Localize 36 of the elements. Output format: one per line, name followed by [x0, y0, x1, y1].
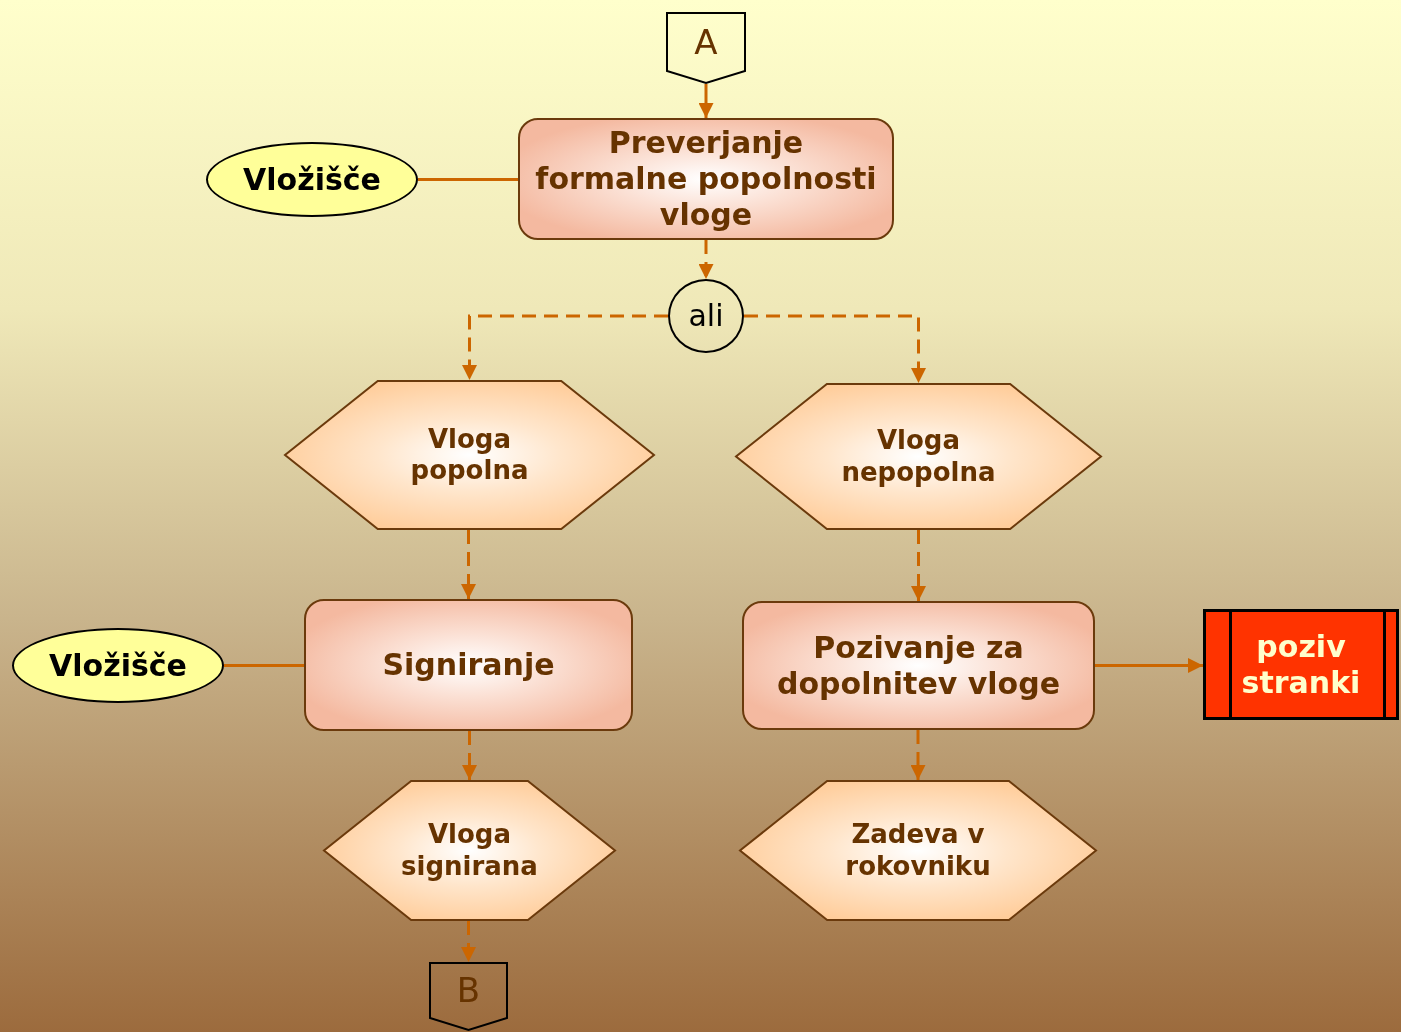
node-label: Zadeva v rokovniku [844, 819, 992, 882]
arrow [462, 731, 477, 780]
node-label: Vložišče [49, 647, 187, 684]
node-label: Signiranje [382, 647, 555, 683]
arrow [698, 240, 714, 279]
off-page-connector [429, 962, 508, 1031]
node-label: Vloga popolna [409, 423, 530, 487]
node-label: A [694, 21, 718, 63]
hexagon-node [284, 380, 655, 530]
connector-line [418, 178, 518, 181]
arrow [461, 530, 476, 599]
node-label: Pozivanje za dopolnitev vloge [775, 629, 1062, 702]
hexagon-node [323, 780, 616, 921]
connector-circle [668, 279, 744, 353]
arrow [461, 921, 476, 962]
process-box [518, 118, 894, 240]
node-label: poziv stranki [1240, 628, 1362, 701]
arrow [910, 730, 926, 780]
node-label: Preverjanje formalne popolnosti vloge [534, 125, 878, 233]
arrow [744, 314, 926, 383]
node-label: Vloga signirana [400, 819, 539, 882]
process-box [742, 601, 1095, 730]
predefined-process-box [1203, 609, 1399, 720]
hexagon-node [739, 780, 1097, 921]
connector-line [224, 664, 304, 667]
arrow [911, 530, 926, 601]
off-page-connector [666, 12, 746, 84]
node-label: Vloga nepopolna [840, 425, 997, 488]
process-box [304, 599, 633, 731]
node-label: ali [688, 298, 724, 334]
node-label: B [456, 970, 481, 1011]
hexagon-node [735, 383, 1102, 530]
arrow [1095, 658, 1203, 673]
node-label: Vložišče [243, 161, 381, 198]
arrow [698, 84, 714, 118]
arrow [462, 314, 668, 380]
